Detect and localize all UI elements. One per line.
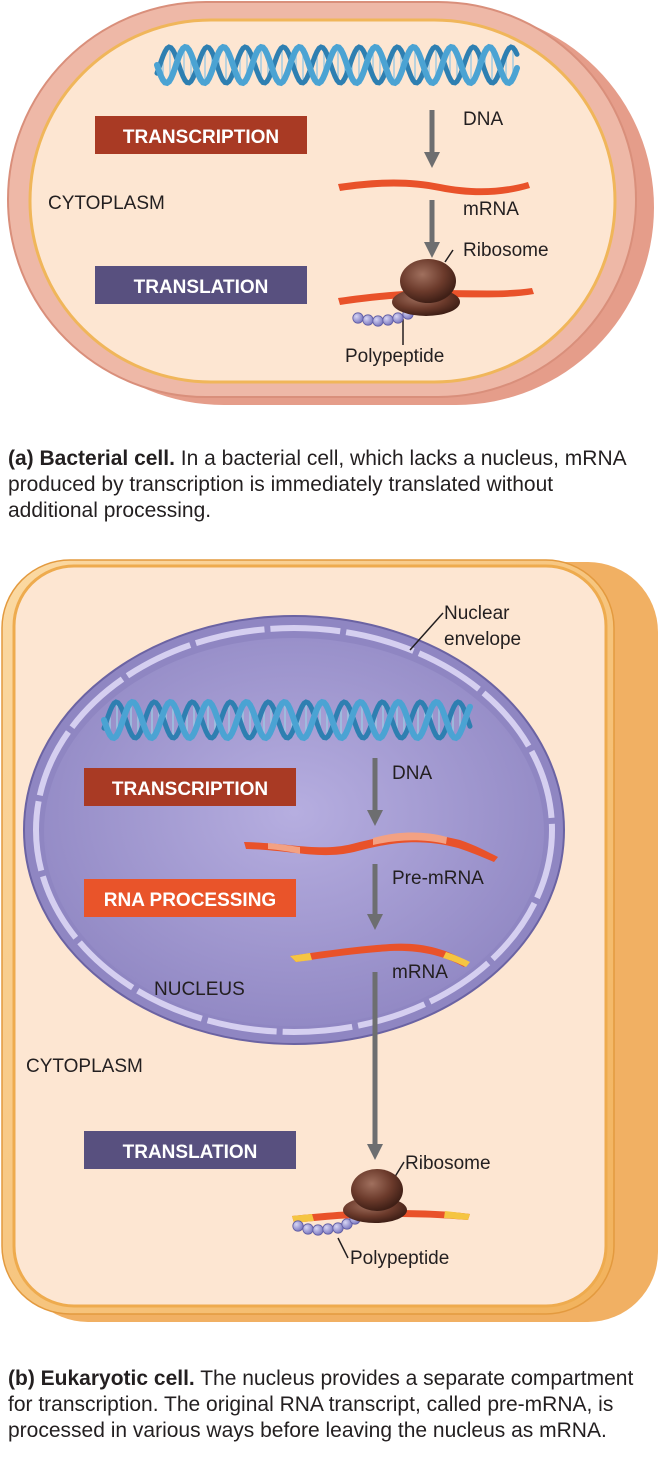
translation-label-cytoplasm: TRANSLATION bbox=[123, 1142, 258, 1163]
mrna-strand bbox=[338, 179, 530, 196]
amino-acid-bead bbox=[341, 1218, 353, 1230]
ribosome-label: Ribosome bbox=[463, 240, 549, 261]
dna-label: DNA bbox=[463, 109, 503, 130]
dna-strand bbox=[101, 698, 473, 742]
caption-bacterial: (a) Bacterial cell. In a bacterial cell,… bbox=[8, 446, 648, 524]
ribosome-eukaryote bbox=[343, 1169, 407, 1223]
amino-acid-bead bbox=[362, 314, 374, 326]
rna-processing-label: RNA PROCESSING bbox=[104, 890, 276, 911]
polypeptide-label-eukaryote: Polypeptide bbox=[350, 1248, 449, 1269]
amino-acid-bead bbox=[322, 1223, 334, 1235]
transcription-label-nucleus: TRANSCRIPTION bbox=[112, 779, 268, 800]
rna-processing-box: RNA PROCESSING bbox=[84, 879, 296, 917]
dna-label-nucleus: DNA bbox=[392, 763, 432, 784]
caption-title-a: Bacterial cell. bbox=[39, 447, 175, 470]
polypeptide-pointer-eukaryote bbox=[337, 1237, 349, 1259]
nuclear-envelope-pointer bbox=[409, 612, 444, 651]
nucleus bbox=[23, 615, 565, 1045]
transcription-box-nucleus: TRANSCRIPTION bbox=[84, 768, 296, 806]
translation-box: TRANSLATION bbox=[95, 266, 307, 304]
ribosome-label-eukaryote: Ribosome bbox=[405, 1153, 491, 1174]
nuclear-envelope-label-2: envelope bbox=[444, 629, 521, 650]
pre-mrna-strand bbox=[244, 832, 498, 862]
poly-a-tail bbox=[443, 952, 470, 967]
caption-text-b: The nucleus provides a separate compartm… bbox=[8, 1367, 634, 1442]
five-prime-cap bbox=[290, 953, 312, 962]
ribosome bbox=[392, 259, 460, 316]
dna-helix bbox=[154, 43, 520, 87]
amino-acid-bead bbox=[312, 1224, 324, 1236]
cytoplasm-label-eukaryote: CYTOPLASM bbox=[26, 1056, 143, 1077]
caption-eukaryotic: (b) Eukaryotic cell. The nucleus provide… bbox=[8, 1366, 648, 1444]
polypeptide-label: Polypeptide bbox=[345, 346, 444, 367]
transcription-label: TRANSCRIPTION bbox=[123, 127, 279, 148]
mrna-label: mRNA bbox=[463, 199, 519, 220]
amino-acid-bead bbox=[292, 1220, 304, 1232]
dna-helix-nucleus bbox=[101, 698, 473, 742]
nuclear-envelope-label-1: Nuclear bbox=[444, 603, 510, 624]
translation-box-cytoplasm: TRANSLATION bbox=[84, 1131, 296, 1169]
transcription-box: TRANSCRIPTION bbox=[95, 116, 307, 154]
amino-acid-bead bbox=[382, 314, 394, 326]
nucleus-label: NUCLEUS bbox=[154, 979, 245, 1000]
cytoplasm-label: CYTOPLASM bbox=[48, 193, 165, 214]
amino-acid-bead bbox=[352, 312, 364, 324]
pre-mrna-label: Pre-mRNA bbox=[392, 868, 484, 889]
ribosome-pointer bbox=[444, 249, 454, 263]
mrna-label-nucleus: mRNA bbox=[392, 962, 448, 983]
amino-acid-bead bbox=[302, 1223, 314, 1235]
caption-letter-b: (b) bbox=[8, 1367, 35, 1390]
caption-text-a: In a bacterial cell, which lacks a nucle… bbox=[8, 447, 626, 522]
dna-strand bbox=[154, 43, 520, 87]
caption-letter-a: (a) bbox=[8, 447, 34, 470]
mature-mrna-strand bbox=[290, 943, 470, 967]
caption-title-b: Eukaryotic cell. bbox=[40, 1367, 195, 1390]
translation-label: TRANSLATION bbox=[134, 277, 269, 298]
amino-acid-bead bbox=[392, 312, 404, 324]
figure-svg: TRANSCRIPTION TRANSLATION CYTOPLASM DNA … bbox=[1, 1, 658, 1322]
amino-acid-bead bbox=[372, 315, 384, 327]
